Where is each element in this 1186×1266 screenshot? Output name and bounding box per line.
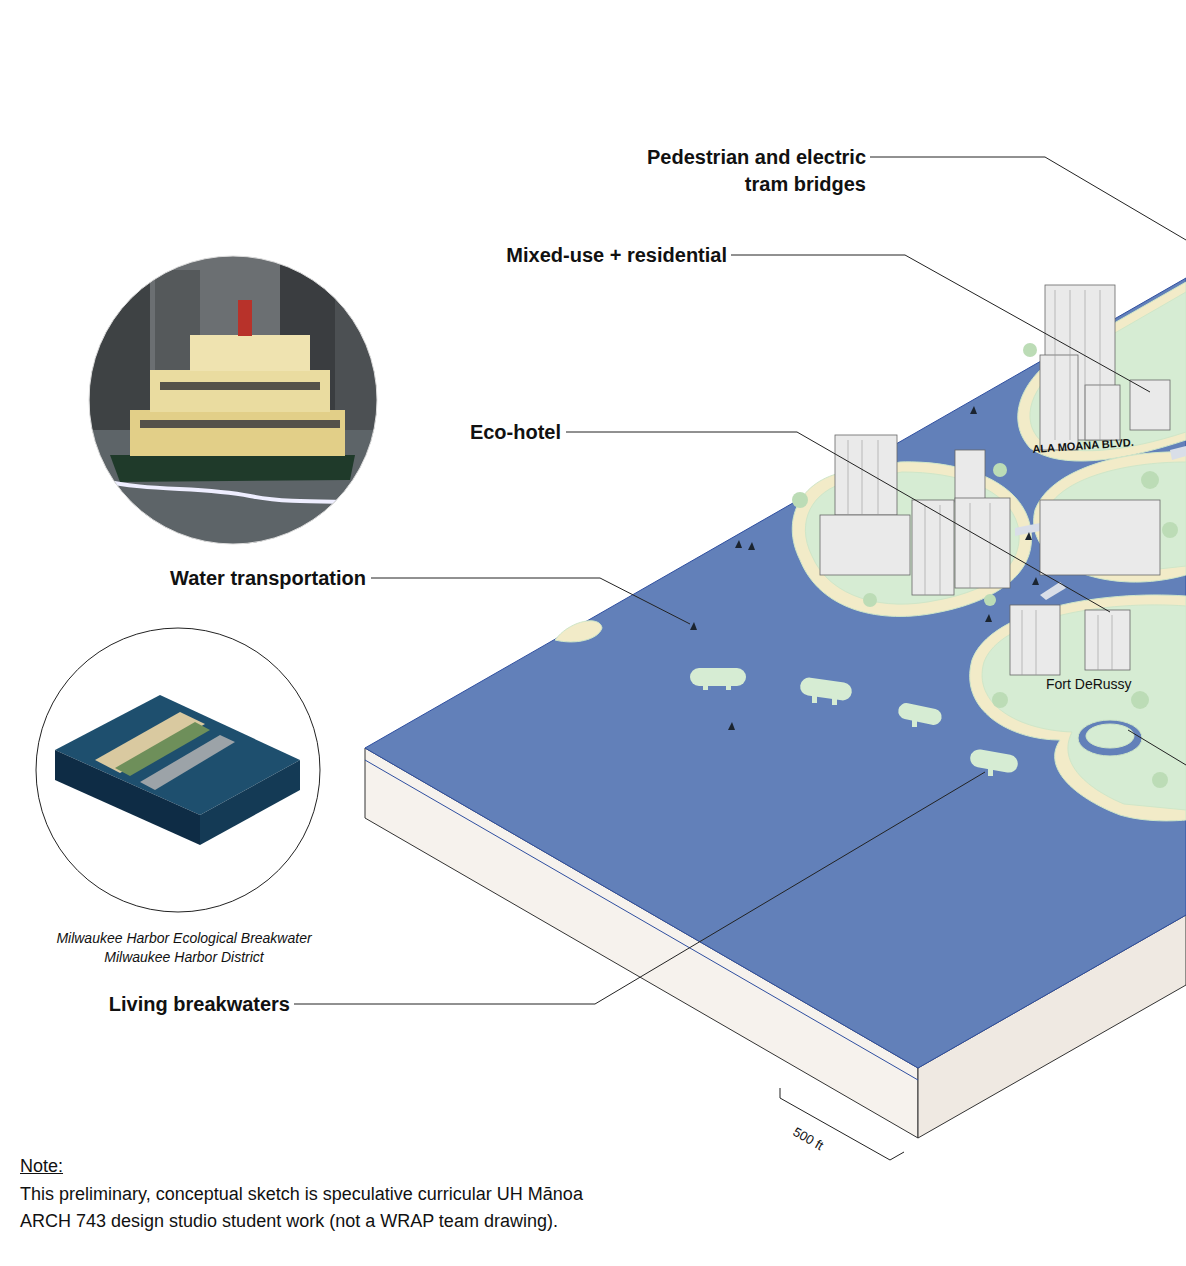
callout-label: Mixed-use + residential [440, 242, 727, 269]
image-caption: Milwaukee Harbor Ecological Breakwater M… [24, 929, 344, 967]
callout-label: Pedestrian and electric tram bridges [606, 144, 866, 198]
scale-label: 500 ft [791, 1124, 850, 1167]
callout-label: Water transportation [110, 565, 366, 592]
callout-label: Eco-hotel [400, 419, 561, 446]
note-text: This preliminary, conceptual sketch is s… [20, 1181, 610, 1235]
callout-label: Living breakwaters [40, 991, 290, 1018]
note-heading: Note: [20, 1154, 220, 1178]
place-label: Fort DeRussy [1046, 676, 1166, 693]
